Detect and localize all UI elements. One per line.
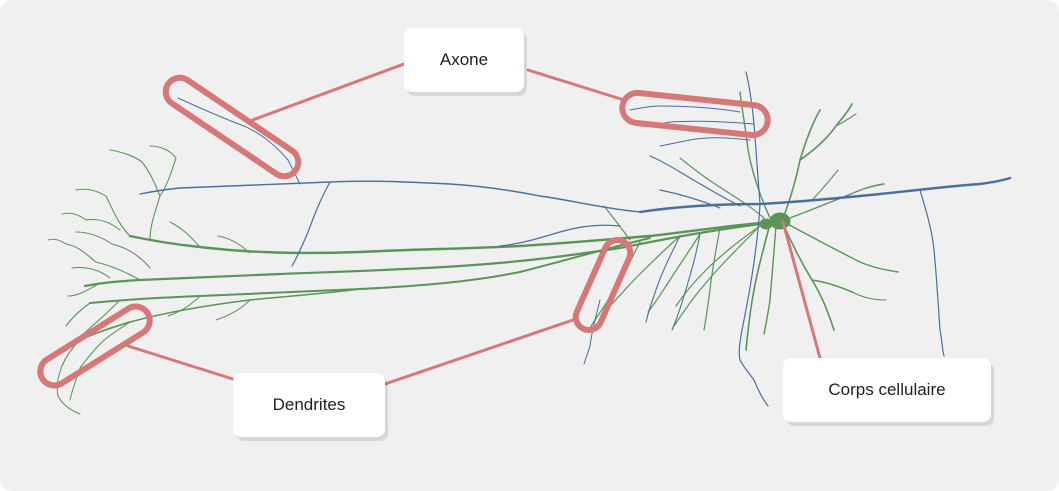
connector-dendrite-left xyxy=(126,344,238,382)
dendrite-tree xyxy=(47,91,899,415)
axon-tree xyxy=(139,71,1012,407)
dendrites-label: Dendrites xyxy=(233,373,385,437)
axon-highlight-right xyxy=(619,89,771,139)
connector-cell-body xyxy=(781,220,822,360)
cell-body-label: Corps cellulaire xyxy=(783,358,991,422)
dendrite-highlight-middle xyxy=(572,237,634,333)
dendrite-highlight-left xyxy=(37,303,153,389)
connector-dendrite-middle xyxy=(383,318,575,386)
annotation-overlays xyxy=(37,62,822,389)
axon-highlight-left xyxy=(162,74,302,180)
connector-axon-left xyxy=(248,62,406,123)
connector-axon-right xyxy=(526,68,626,102)
axon-label: Axone xyxy=(404,28,524,92)
